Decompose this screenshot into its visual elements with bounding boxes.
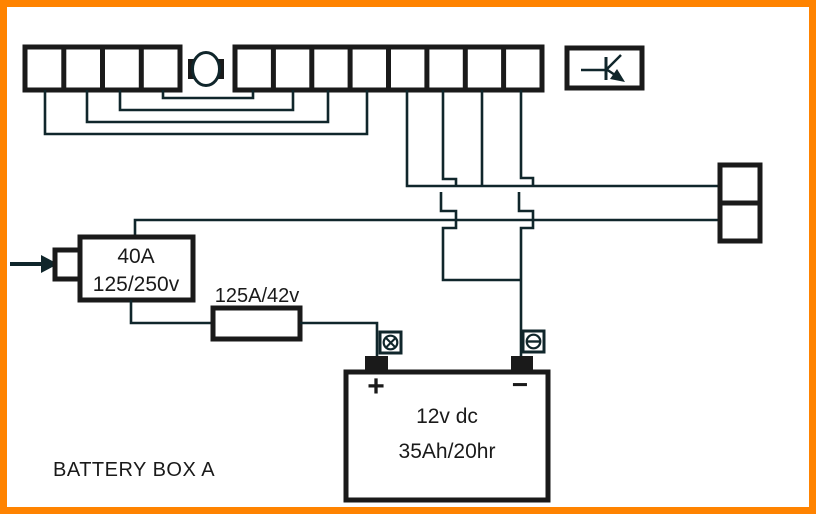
indicator-box — [564, 45, 645, 91]
inlet-receptacle-box — [52, 247, 84, 282]
terminal-strip-right — [232, 44, 545, 93]
wire-bus-a — [405, 90, 722, 188]
battery-voltage-label: 12v dc — [416, 405, 478, 428]
positive-terminal-screw-icon — [378, 330, 403, 355]
wire-connector-jog — [517, 192, 535, 219]
wire — [43, 90, 369, 136]
breaker-voltage-label: 125/250v — [93, 273, 180, 296]
wire — [85, 90, 330, 124]
battery-capacity-label: 35Ah/20hr — [399, 440, 496, 463]
negative-battery-post — [511, 356, 533, 373]
wire-fuse-to-positive — [300, 321, 379, 357]
fuse-box: 125A/42v — [210, 285, 303, 342]
bus-wires — [133, 90, 722, 356]
fuse-label: 125A/42v — [215, 285, 300, 307]
wire — [161, 90, 255, 100]
positive-battery-post — [365, 356, 388, 373]
wire — [118, 90, 295, 112]
wire-connector-jog — [441, 221, 520, 282]
circuit-breaker-box: 40A 125/250v — [77, 234, 196, 303]
breaker-rating-label: 40A — [117, 245, 154, 268]
terminal-strip-left — [22, 44, 183, 93]
battery-positive-sign: + — [367, 370, 385, 403]
motor-symbol — [188, 51, 224, 87]
crossover-wires — [43, 90, 369, 136]
ac-inlet-arrow-icon — [10, 255, 58, 273]
diagram-title: BATTERY BOX A — [53, 459, 215, 481]
battery-negative-sign: − — [512, 369, 528, 400]
wire-connector-jog — [441, 90, 458, 185]
wire-breaker-to-fuse — [129, 300, 213, 325]
negative-terminal-screw-icon — [521, 329, 546, 354]
wire-bus-b — [133, 218, 722, 238]
wire-to-negative-terminal — [519, 221, 535, 356]
wire-connector-jog — [439, 192, 458, 219]
connector-blocks-right — [717, 162, 763, 244]
diode-arrow-icon — [581, 54, 625, 82]
battery-box: + − 12v dc 35Ah/20hr — [343, 369, 551, 503]
wire-connector-jog — [519, 90, 535, 185]
